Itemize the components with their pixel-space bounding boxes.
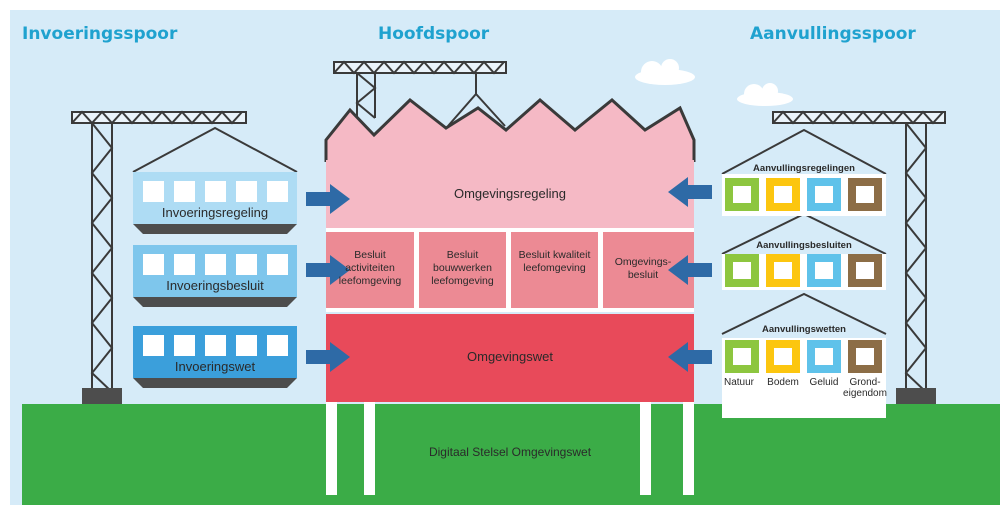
topic-bodem-label: Bodem <box>767 377 799 388</box>
besluit-bouwwerken-label: Besluit bouwwerken leefomgeving <box>431 249 494 287</box>
invoeringsbesluit-module <box>133 245 297 307</box>
besluit-kwaliteit-label: Besluit kwaliteit leefomgeving <box>518 249 591 274</box>
stilt <box>640 402 651 495</box>
aanvullingsbesluiten-squares <box>722 254 886 290</box>
besluit-bouwwerken-block <box>419 232 506 308</box>
aanvullingswetten-label: Aanvullingswetten <box>762 324 846 335</box>
topic-natuur-label: Natuur <box>723 377 754 388</box>
invoeringswet-module <box>133 326 297 388</box>
left-crane-base <box>82 388 122 408</box>
topic-geluid-label: Geluid <box>809 377 839 388</box>
omgevingswet-label: Omgevingswet <box>467 349 553 364</box>
omgevingsregeling-floor <box>326 160 694 228</box>
grass-ground <box>22 404 1000 505</box>
aanvullingsbesluiten-label: Aanvullingsbesluiten <box>756 240 852 251</box>
left-crane <box>71 110 298 393</box>
arrow-left-icon <box>668 255 712 285</box>
besluit-activiteiten-label: Besluit activiteiten leefomgeving <box>338 249 402 287</box>
building-roof <box>326 100 694 162</box>
invoeringsregeling-label: Invoeringsregeling <box>161 205 269 220</box>
stilt <box>364 402 375 495</box>
right-crane <box>721 110 946 393</box>
building-roof-outline <box>324 98 696 162</box>
arrow-left-icon <box>668 177 712 207</box>
stilt <box>683 402 694 495</box>
besluit-kwaliteit-block <box>511 232 598 308</box>
omgevingswet-floor <box>326 314 694 402</box>
aanvullingswetten-squares <box>722 338 886 418</box>
heading-aanvullingsspoor: Aanvullingsspoor <box>750 24 916 44</box>
aanvullingsregelingen-squares <box>722 174 886 216</box>
arrow-right-icon <box>306 184 350 214</box>
topic-grondeigendom-label: Grond-eigendom <box>843 377 887 399</box>
arrow-right-icon <box>306 255 350 285</box>
arrow-left-icon <box>668 342 712 372</box>
clouds <box>635 59 793 106</box>
omgevingsregeling-label: Omgevingsregeling <box>453 186 566 201</box>
invoeringsbesluit-label: Invoeringsbesluit <box>166 278 264 293</box>
heading-invoeringsspoor: Invoeringsspoor <box>22 24 178 44</box>
center-crane <box>333 60 507 127</box>
digitaal-stelsel-label: Digitaal Stelsel Omgevingswet <box>428 445 592 459</box>
omgevingsbesluit-label: Omgevings-besluit <box>614 256 672 281</box>
arrow-right-icon <box>306 342 350 372</box>
heading-hoofdspoor: Hoofdspoor <box>378 24 490 44</box>
right-crane-base <box>896 388 936 408</box>
stilt <box>326 402 337 495</box>
invoeringswet-label: Invoeringswet <box>174 359 256 374</box>
invoeringsregeling-module <box>133 172 297 234</box>
aanvullingsregelingen-label: Aanvullingsregelingen <box>753 163 855 174</box>
